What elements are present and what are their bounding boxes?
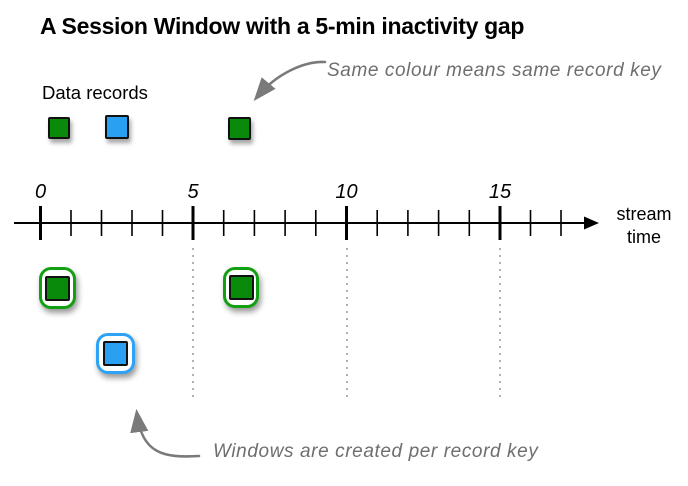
stream-time-axis: [14, 206, 599, 240]
windowed-record-blue: [103, 341, 128, 366]
axis-tick-label-5: 5: [187, 181, 199, 203]
session-window-blue: [96, 333, 135, 374]
session-window-green-2: [223, 267, 259, 308]
annotation-windows-created: Windows are created per record key: [213, 441, 539, 462]
windowed-record-green-2: [228, 275, 254, 300]
axis-tick-label-15: 15: [488, 181, 512, 203]
windowed-record-green-1: [45, 275, 70, 301]
axis-tick-label-0: 0: [34, 181, 47, 203]
diagram-title: A Session Window with a 5-min inactivity…: [40, 13, 525, 39]
data-records-label: Data records: [42, 82, 148, 103]
session-window-green-1: [39, 267, 76, 309]
axis-arrowhead: [584, 216, 599, 230]
annotation-arrow-top: [253, 60, 327, 101]
data-record-square-green-1: [48, 117, 70, 139]
gap-dotted-line-15: [499, 248, 501, 400]
data-record-square-green-2: [228, 117, 251, 140]
gap-dotted-line-5: [192, 248, 194, 400]
annotation-same-colour: Same colour means same record key: [327, 60, 662, 81]
axis-unit-label-line1: stream: [616, 204, 672, 224]
annotation-arrow-bottom: [130, 408, 201, 458]
axis-unit-label-line2: time: [626, 227, 661, 247]
axis-unit-label: stream time: [606, 203, 682, 249]
gap-dotted-line-10: [345, 248, 348, 400]
axis-tick-label-10: 10: [335, 181, 358, 203]
data-record-square-blue: [105, 115, 129, 139]
